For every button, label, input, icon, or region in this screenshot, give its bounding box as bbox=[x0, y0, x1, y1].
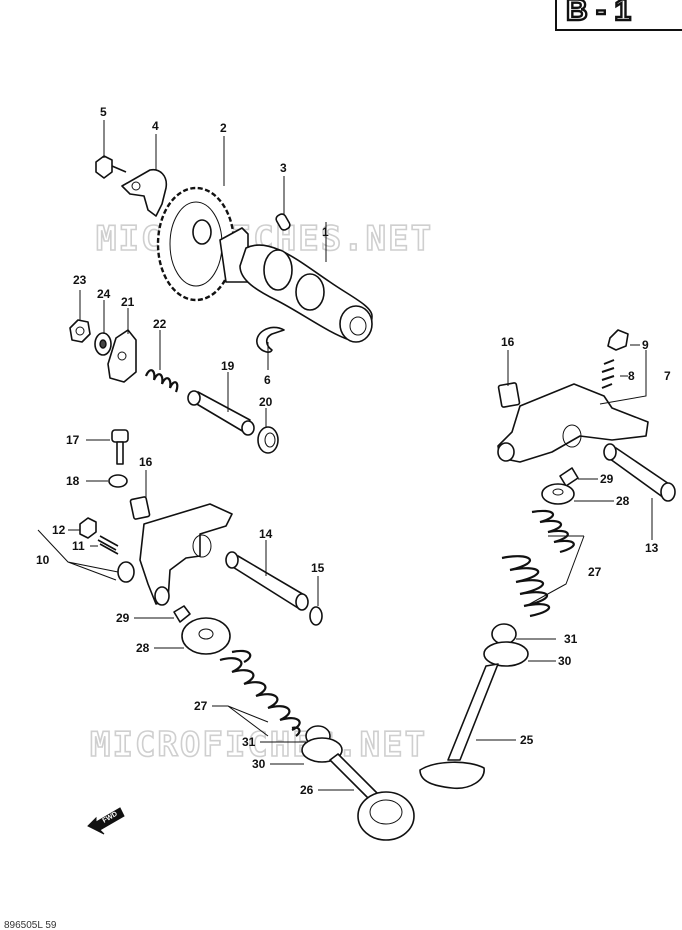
callout-30-lower: 30 bbox=[252, 757, 266, 771]
footer-code: 896505L 59 bbox=[4, 920, 57, 930]
spring-seat-30-upper bbox=[483, 641, 529, 667]
pad-16-upper bbox=[497, 382, 521, 408]
nut-12 bbox=[79, 517, 97, 539]
callout-20: 20 bbox=[259, 395, 273, 409]
callout-26: 26 bbox=[300, 783, 314, 797]
page-label: B - 1 bbox=[566, 0, 631, 27]
exhaust-valve bbox=[419, 663, 499, 790]
callout-21: 21 bbox=[121, 295, 135, 309]
callout-30-upper: 30 bbox=[558, 654, 572, 668]
callout-22: 22 bbox=[153, 317, 167, 331]
callout-27-upper: 27 bbox=[588, 565, 602, 579]
callout-15: 15 bbox=[311, 561, 325, 575]
circlip bbox=[256, 326, 285, 353]
cotter-29-upper bbox=[559, 467, 579, 487]
intake-valve bbox=[329, 753, 415, 841]
callout-8: 8 bbox=[628, 369, 635, 383]
rocker-shaft-intake bbox=[225, 551, 309, 611]
valve-springs-upper bbox=[501, 509, 575, 618]
dowel-pin bbox=[275, 213, 291, 231]
callout-7: 7 bbox=[664, 369, 671, 383]
watermark-bottom: MICROFICHES.NET bbox=[90, 725, 427, 765]
callout-17: 17 bbox=[66, 433, 80, 447]
spring-22 bbox=[144, 369, 179, 393]
lock-plate bbox=[121, 168, 168, 217]
callout-10: 10 bbox=[36, 553, 50, 567]
rocker-arm-intake bbox=[139, 503, 233, 605]
callout-31-upper: 31 bbox=[564, 632, 578, 646]
callout-12: 12 bbox=[52, 523, 66, 537]
retainer-28-upper bbox=[541, 483, 575, 505]
o-ring-15 bbox=[309, 606, 323, 626]
callouts: 5 4 2 3 1 6 23 24 21 22 19 20 17 18 16 1… bbox=[36, 105, 671, 797]
nut-23 bbox=[69, 319, 91, 343]
callout-25: 25 bbox=[520, 733, 534, 747]
callout-2: 2 bbox=[220, 121, 227, 135]
cotter-29-lower bbox=[173, 605, 191, 623]
oil-seal-31-upper bbox=[491, 623, 517, 645]
callout-5: 5 bbox=[100, 105, 107, 119]
callout-11: 11 bbox=[72, 539, 85, 553]
callout-27-lower: 27 bbox=[194, 699, 208, 713]
callout-4: 4 bbox=[152, 119, 159, 133]
callout-16-lower: 16 bbox=[139, 455, 153, 469]
adjust-screw-8 bbox=[601, 359, 615, 389]
callout-29-lower: 29 bbox=[116, 611, 130, 625]
forward-arrow: FWD bbox=[87, 807, 125, 835]
rocker-shaft-exhaust bbox=[603, 443, 676, 502]
camshaft bbox=[219, 227, 373, 343]
retainer-28-lower bbox=[181, 617, 231, 655]
adjust-screw-11 bbox=[97, 535, 119, 555]
callout-3: 3 bbox=[280, 161, 287, 175]
rocker-arm-exhaust bbox=[497, 383, 649, 463]
callout-24: 24 bbox=[97, 287, 111, 301]
page-label-box: B - 1 bbox=[555, 0, 682, 31]
washer-18 bbox=[108, 474, 128, 488]
callout-28-upper: 28 bbox=[616, 494, 630, 508]
washer-24 bbox=[94, 332, 112, 356]
callout-31-lower: 31 bbox=[242, 735, 256, 749]
callout-14: 14 bbox=[259, 527, 273, 541]
callout-28-lower: 28 bbox=[136, 641, 150, 655]
decomp-shaft bbox=[187, 390, 255, 436]
callout-19: 19 bbox=[221, 359, 235, 373]
nut-9 bbox=[607, 329, 629, 351]
callout-23: 23 bbox=[73, 273, 87, 287]
pad-16-lower bbox=[129, 496, 151, 520]
oil-seal-20 bbox=[257, 426, 279, 454]
callout-9: 9 bbox=[642, 338, 649, 352]
callout-18: 18 bbox=[66, 474, 80, 488]
decomp-lever bbox=[107, 329, 137, 383]
callout-16-upper: 16 bbox=[501, 335, 515, 349]
callout-1: 1 bbox=[322, 225, 329, 239]
callout-13: 13 bbox=[645, 541, 659, 555]
bolt-17 bbox=[111, 429, 129, 465]
leader-lines bbox=[37, 120, 653, 791]
spring-seat-30-lower bbox=[301, 737, 343, 763]
callout-29-upper: 29 bbox=[600, 472, 614, 486]
bolt-5 bbox=[95, 155, 127, 179]
callout-6: 6 bbox=[264, 373, 271, 387]
valve-springs-lower bbox=[219, 649, 301, 737]
